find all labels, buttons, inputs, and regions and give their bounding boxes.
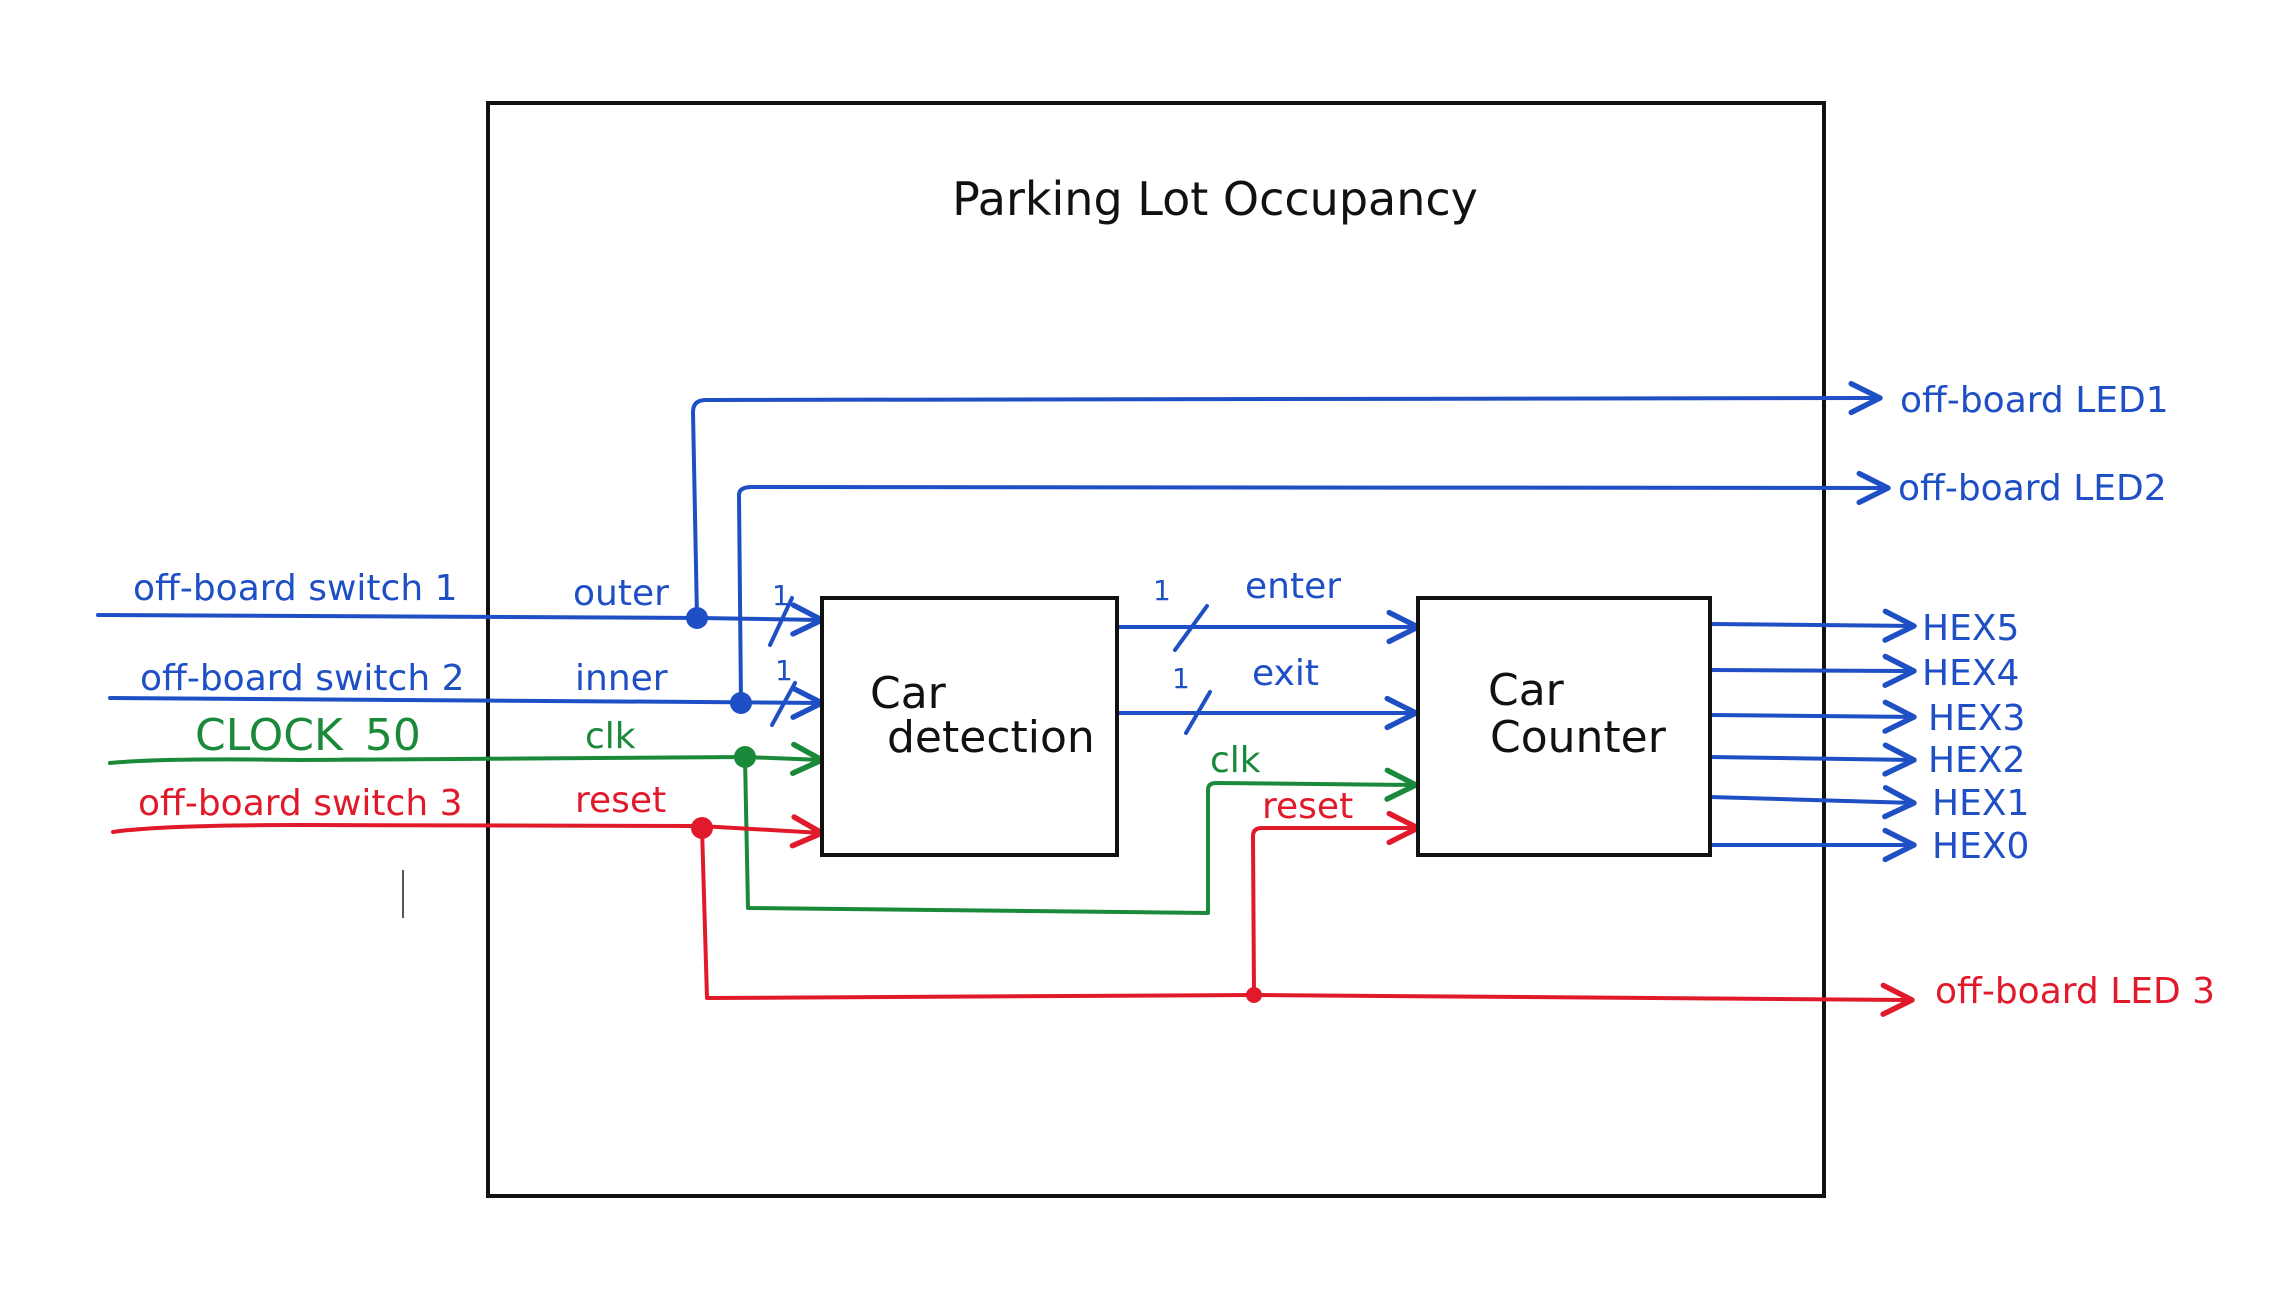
- junction-reset-led3: [1246, 987, 1262, 1003]
- slash-outer: [768, 596, 794, 647]
- label-exit: exit: [1252, 653, 1319, 694]
- car-detection-label-line2: detection: [887, 712, 1095, 763]
- wire-switch1-outer: [96, 602, 825, 637]
- wire-reset-led3: [700, 826, 1915, 1017]
- wire-switch3-reset: [111, 814, 825, 849]
- wire-hex3: [1708, 699, 1917, 734]
- wire-hex4: [1708, 653, 1917, 688]
- width-exit: 1: [1172, 662, 1190, 695]
- slash-exit: [1184, 690, 1212, 735]
- car-counter-block: [1416, 596, 1712, 857]
- label-switch3: off-board switch 3: [138, 783, 463, 824]
- module-boundary: [486, 101, 1826, 1198]
- label-hex0: HEX0: [1932, 826, 2029, 867]
- label-switch2: off-board switch 2: [140, 658, 465, 699]
- label-hex1: HEX1: [1932, 783, 2029, 824]
- label-reset: reset: [575, 780, 666, 821]
- diagram-title: Parking Lot Occupancy: [952, 172, 1478, 226]
- label-led1: off-board LED1: [1900, 380, 2169, 421]
- wire-clock-clk: [108, 741, 825, 776]
- label-led3: off-board LED 3: [1935, 971, 2215, 1012]
- label-inner: inner: [575, 658, 668, 699]
- label-hex5: HEX5: [1922, 608, 2019, 649]
- label-switch1: off-board switch 1: [133, 568, 458, 609]
- width-inner: 1: [775, 654, 793, 687]
- wire-hex5: [1708, 608, 1917, 643]
- car-detection-label-line1: Car: [870, 668, 947, 719]
- width-outer: 1: [772, 579, 790, 612]
- label-outer: outer: [573, 573, 669, 614]
- label-hex2: HEX2: [1928, 740, 2025, 781]
- wire-reset-counter: [1251, 810, 1421, 997]
- junction-inner: [730, 692, 752, 714]
- wire-hex1: [1708, 785, 1917, 820]
- wire-hex2: [1708, 742, 1917, 777]
- label-led2: off-board LED2: [1898, 468, 2167, 509]
- label-clk: clk: [585, 716, 636, 757]
- label-enter: enter: [1245, 566, 1341, 607]
- wire-outer-led1: [691, 380, 1883, 620]
- label-hex4: HEX4: [1922, 653, 2019, 694]
- junction-clk: [734, 746, 756, 768]
- wire-inner-led2: [737, 470, 1891, 705]
- label-counter-clk: clk: [1210, 740, 1261, 781]
- slash-enter: [1173, 604, 1209, 652]
- label-counter-reset: reset: [1262, 786, 1353, 827]
- label-clock50: CLOCK_50: [195, 710, 421, 761]
- width-enter: 1: [1153, 574, 1171, 607]
- slash-inner: [770, 681, 797, 727]
- wire-clk-counter: [743, 755, 1419, 915]
- label-hex3: HEX3: [1928, 698, 2025, 739]
- car-counter-label-line1: Car: [1488, 665, 1565, 716]
- car-detection-block: [820, 596, 1119, 857]
- junction-reset: [691, 817, 713, 839]
- wire-switch2-inner: [108, 685, 825, 720]
- car-counter-label-line2: Counter: [1490, 712, 1667, 763]
- junction-outer: [686, 607, 708, 629]
